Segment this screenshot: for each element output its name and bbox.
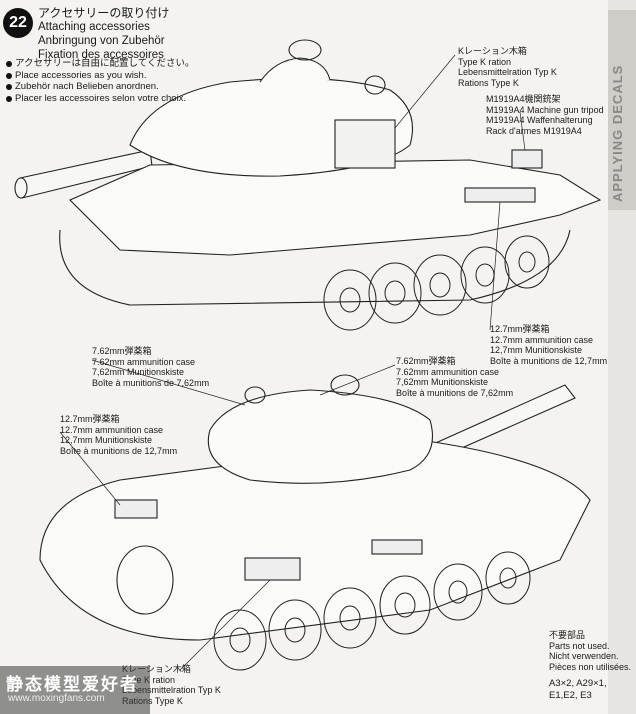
step-title-fr: Fixation des accessoires bbox=[38, 49, 164, 61]
instruction-item: アクセサリーは自由に配置してください。 bbox=[6, 58, 194, 70]
adjacent-page-strip bbox=[608, 0, 636, 714]
bullet-icon bbox=[6, 72, 12, 79]
bullet-icon bbox=[6, 61, 12, 67]
watermark-url: www.moxingfans.com bbox=[8, 693, 105, 704]
label-ammo-762-left: 7.62mm弾薬箱 7.62mm ammunition case 7,62mm … bbox=[92, 346, 210, 388]
adjacent-page-tab bbox=[608, 10, 636, 210]
label-tripod: M1919A4機関銃架 M1919A4 Machine gun tripod M… bbox=[486, 94, 604, 136]
step-title: アクセサリーの取り付け Attaching accessories Anbrin… bbox=[38, 6, 169, 62]
label-ammo-762-right: 7.62mm弾薬箱 7.62mm ammunition case 7,62mm … bbox=[396, 356, 514, 398]
label-ammo-127-right: 12.7mm弾薬箱 12.7mm ammunition case 12,7mm … bbox=[490, 324, 608, 366]
side-page-heading: APPLYING DECALS bbox=[610, 64, 625, 202]
step-title-en: Attaching accessories bbox=[38, 21, 150, 33]
leader-lines bbox=[59, 54, 526, 671]
instruction-list: アクセサリーは自由に配置してください。 Place accessories as… bbox=[6, 58, 194, 104]
unused-parts: 不要部品 Parts not used. Nicht verwenden. Pi… bbox=[549, 630, 632, 701]
step-title-de: Anbringung von Zubehör bbox=[38, 35, 165, 47]
bottom-tank-drawing bbox=[39, 374, 591, 671]
label-k-ration-top: Kレーション木箱 Type K ration Lebensmittelratio… bbox=[458, 46, 557, 88]
top-tank-drawing bbox=[14, 39, 602, 331]
instruction-item: Zubehör nach Belieben anordnen. bbox=[6, 81, 194, 93]
watermark-band bbox=[0, 666, 150, 714]
step-number-badge: 22 bbox=[3, 8, 33, 38]
label-ammo-127-left: 12.7mm弾薬箱 12.7mm ammunition case 12,7mm … bbox=[60, 414, 178, 456]
step-title-ja: アクセサリーの取り付け bbox=[38, 6, 170, 20]
unused-parts-list: A3×2, A29×1, E1,E2, E3 bbox=[549, 678, 607, 701]
instruction-item: Place accessories as you wish. bbox=[6, 70, 194, 82]
watermark-title: 静态模型爱好者 bbox=[6, 675, 139, 694]
bullet-icon bbox=[6, 84, 12, 90]
bullet-icon bbox=[6, 95, 12, 102]
instruction-item: Placer les accessoires selon votre choix… bbox=[6, 93, 194, 105]
